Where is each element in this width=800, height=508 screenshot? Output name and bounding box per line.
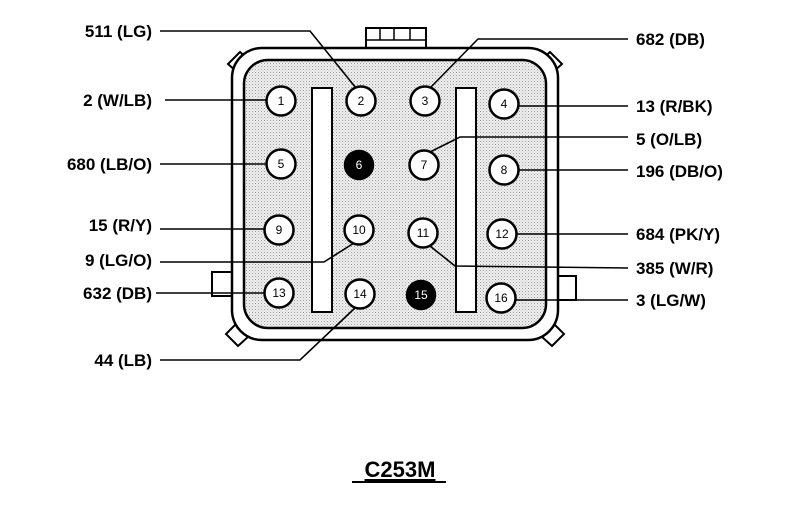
wire-label-pin-10: 9 (LG/O): [85, 251, 152, 270]
pin-number: 10: [352, 223, 366, 237]
wire-label-pin-3: 682 (DB): [636, 30, 705, 49]
pin-cavity: [407, 217, 439, 249]
leader-line-pin-7: [429, 136, 628, 153]
leader-line-pin-2: [160, 30, 357, 89]
pin-3: 3: [409, 85, 441, 117]
wire-leaders: [156, 30, 629, 361]
pin-number: 1: [278, 94, 285, 108]
pin-cavity: [409, 85, 441, 117]
connector-title: C253M: [365, 457, 436, 482]
wire-label-pin-13: 632 (DB): [83, 284, 152, 303]
leader-line-pin-14: [160, 306, 357, 361]
pin-4: 4: [488, 88, 520, 120]
pin-12: 12: [486, 218, 518, 250]
pin-number: 13: [272, 286, 286, 300]
pin-cavity: [265, 85, 297, 117]
wire-label-pin-7: 5 (O/LB): [636, 130, 702, 149]
pin-cavity: [345, 85, 377, 117]
pin-15: 15: [405, 279, 437, 311]
pin-11: 11: [407, 217, 439, 249]
leader-line-pin-11: [429, 245, 629, 269]
pin-1: 1: [265, 85, 297, 117]
pin-7: 7: [408, 149, 440, 181]
pin-6: 6: [343, 149, 375, 181]
pin-cavity: [488, 154, 520, 186]
pin-13: 13: [263, 277, 295, 309]
keying-slot-left: [311, 87, 333, 313]
pin-number: 14: [353, 287, 367, 301]
pin-number: 15: [414, 288, 428, 302]
pin-number: 9: [276, 223, 283, 237]
leader-line-pin-3: [429, 38, 628, 89]
pin-10: 10: [343, 214, 375, 246]
wire-label-pin-4: 13 (R/BK): [636, 97, 713, 116]
wire-label-pin-14: 44 (LB): [94, 351, 152, 370]
pin-number: 6: [356, 158, 363, 172]
keying-slot-right: [455, 87, 477, 313]
pin-cavity: [343, 214, 375, 246]
plugged-cavity: [405, 279, 437, 311]
pin-cavity: [344, 278, 376, 310]
pin-number: 8: [501, 163, 508, 177]
wire-label-pin-1: 2 (W/LB): [83, 91, 152, 110]
leader-line-pin-10: [160, 242, 355, 263]
pin-number: 3: [422, 94, 429, 108]
pin-cavity: [486, 218, 518, 250]
pin-2: 2: [345, 85, 377, 117]
pin-number: 7: [421, 158, 428, 172]
pin-number: 11: [417, 226, 430, 240]
pin-9: 9: [263, 214, 295, 246]
pin-cavity: [263, 214, 295, 246]
pin-cavity: [485, 282, 517, 314]
pin-number: 12: [495, 227, 509, 241]
pin-8: 8: [488, 154, 520, 186]
wire-label-pin-9: 15 (R/Y): [89, 216, 152, 235]
pin-number: 16: [494, 291, 508, 305]
wire-labels: 2 (W/LB) 511 (LG) 682 (DB) 13 (R/BK) 680 (LB…: [67, 22, 723, 370]
wire-label-pin-8: 196 (DB/O): [636, 162, 723, 181]
wire-label-pin-12: 684 (PK/Y): [636, 225, 720, 244]
pin-16: 16: [485, 282, 517, 314]
wire-label-pin-5: 680 (LB/O): [67, 155, 152, 174]
wire-label-pin-16: 3 (LG/W): [636, 291, 706, 310]
pin-cavity: [265, 148, 297, 180]
pin-number: 5: [278, 157, 285, 171]
pin-number: 4: [501, 97, 508, 111]
pin-cavity: [408, 149, 440, 181]
wire-label-pin-2: 511 (LG): [85, 22, 152, 41]
plugged-cavity: [343, 149, 375, 181]
pin-14: 14: [344, 278, 376, 310]
wire-label-pin-11: 385 (W/R): [636, 259, 713, 278]
pin-number: 2: [358, 94, 365, 108]
pin-cavity: [488, 88, 520, 120]
pin-5: 5: [265, 148, 297, 180]
pin-cavity: [263, 277, 295, 309]
